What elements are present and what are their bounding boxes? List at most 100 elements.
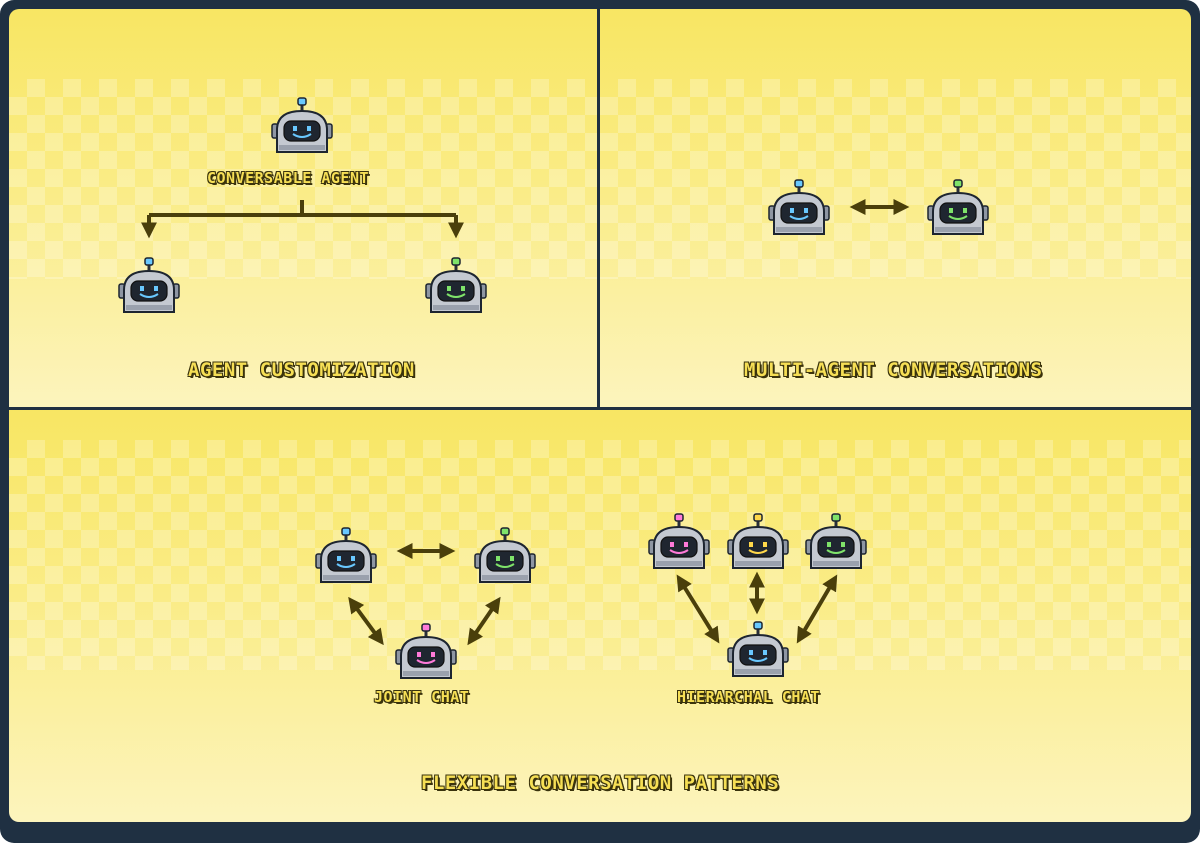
antenna-stem (300, 104, 304, 112)
robot-eye (154, 286, 158, 291)
robot-icon (927, 179, 989, 235)
robot-eye (841, 542, 845, 547)
robot-chin (735, 561, 781, 566)
antenna-stem (756, 520, 760, 528)
robot-eye (749, 542, 753, 547)
robot-smile (336, 563, 356, 568)
antenna-stem (797, 186, 801, 194)
robot-eye (763, 650, 767, 655)
robot-eye (749, 650, 753, 655)
robot-smile (292, 133, 312, 138)
antenna-bulb (451, 257, 461, 266)
robot-eye (670, 542, 674, 547)
robot-eye (827, 542, 831, 547)
robot-chin (126, 305, 172, 310)
robot-chin (279, 145, 325, 150)
joint-chat-arrows (348, 543, 501, 646)
robot-eye (763, 542, 767, 547)
antenna-stem (834, 520, 838, 528)
flexible-patterns-panel (9, 410, 1191, 822)
antenna-stem (956, 186, 960, 194)
robot-chin (323, 575, 369, 580)
robot-chin (403, 671, 449, 676)
antenna-stem (677, 520, 681, 528)
antenna-bulb (500, 527, 510, 536)
multi-agent-title: Multi-Agent Conversations (744, 359, 1043, 381)
robot-smile (495, 563, 515, 568)
robot-smile (789, 215, 809, 220)
antenna-stem (756, 628, 760, 636)
antenna-bulb (753, 513, 763, 522)
robot-smile (416, 659, 436, 664)
robot-eye (949, 208, 953, 213)
robot-chin (735, 669, 781, 674)
robot-chin (656, 561, 702, 566)
flexible-patterns-title: Flexible Conversation Patterns (421, 772, 780, 794)
robot-eye (293, 126, 297, 131)
robot-eye (461, 286, 465, 291)
robot-smile (826, 549, 846, 554)
robot-icon (805, 513, 867, 569)
antenna-bulb (341, 527, 351, 536)
robot-icon (768, 179, 830, 235)
robot-icon (727, 513, 789, 569)
antenna-bulb (297, 97, 307, 106)
antenna-stem (503, 534, 507, 542)
robot-chin (813, 561, 859, 566)
antenna-bulb (953, 179, 963, 188)
conversable-agent-label: Conversable Agent (207, 169, 370, 187)
robot-eye (140, 286, 144, 291)
robot-eye (337, 556, 341, 561)
robot-chin (482, 575, 528, 580)
robot-eye (684, 542, 688, 547)
joint-chat-label: Joint Chat (374, 688, 470, 706)
agent-customization-title: Agent Customization (188, 359, 415, 381)
robot-eye (804, 208, 808, 213)
robot-icon (118, 257, 180, 313)
antenna-bulb (831, 513, 841, 522)
robot-eye (496, 556, 500, 561)
robot-eye (447, 286, 451, 291)
robot-smile (139, 293, 159, 298)
robot-chin (433, 305, 479, 310)
antenna-stem (344, 534, 348, 542)
robot-smile (748, 657, 768, 662)
antenna-stem (147, 264, 151, 272)
robot-smile (446, 293, 466, 298)
antenna-stem (454, 264, 458, 272)
robot-eye (963, 208, 967, 213)
antenna-bulb (421, 623, 431, 632)
robot-icon (315, 527, 377, 583)
robot-smile (748, 549, 768, 554)
antenna-bulb (794, 179, 804, 188)
vertical-divider (597, 9, 600, 407)
antenna-bulb (144, 257, 154, 266)
robot-icon (395, 623, 457, 679)
robot-icon (648, 513, 710, 569)
robot-icon (727, 621, 789, 677)
robot-eye (417, 652, 421, 657)
robot-chin (935, 227, 981, 232)
horizontal-divider (9, 407, 1191, 410)
robot-eye (431, 652, 435, 657)
robot-smile (948, 215, 968, 220)
antenna-stem (424, 630, 428, 638)
customization-tree-connector (141, 200, 464, 239)
robot-icon (271, 97, 333, 153)
robots-layer (118, 97, 989, 679)
robot-chin (776, 227, 822, 232)
robot-icon (474, 527, 536, 583)
robot-eye (790, 208, 794, 213)
antenna-bulb (674, 513, 684, 522)
multi-agent-panel (600, 9, 1191, 407)
robot-eye (307, 126, 311, 131)
robot-eye (510, 556, 514, 561)
robot-eye (351, 556, 355, 561)
hierarchal-chat-label: Hierarchal Chat (677, 688, 820, 706)
antenna-bulb (753, 621, 763, 630)
robot-icon (425, 257, 487, 313)
robot-smile (669, 549, 689, 554)
hierarchal-chat-arrows (676, 571, 838, 644)
